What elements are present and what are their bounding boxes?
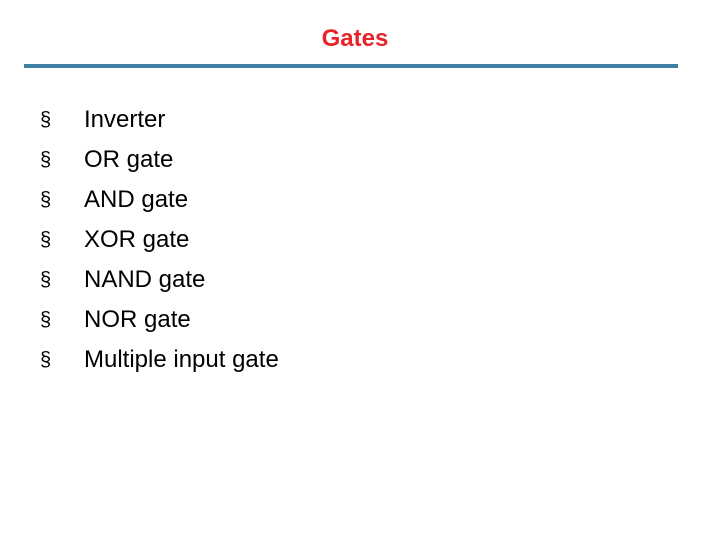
- bullet-text: AND gate: [84, 186, 189, 213]
- bullet-text: OR gate: [84, 146, 174, 173]
- bullet-marker-icon: §: [40, 229, 52, 251]
- bullet-marker-icon: §: [40, 109, 52, 131]
- list-item: § XOR gate: [40, 220, 279, 260]
- list-item: § AND gate: [40, 180, 279, 220]
- bullet-marker-icon: §: [40, 349, 52, 371]
- list-item: § OR gate: [40, 140, 279, 180]
- bullet-text: NOR gate: [84, 306, 191, 333]
- bullet-text: Multiple input gate: [84, 346, 279, 373]
- bullet-marker-icon: §: [40, 309, 52, 331]
- slide-title: Gates: [321, 25, 389, 52]
- title-divider: [24, 64, 678, 68]
- list-item: § NOR gate: [40, 300, 279, 340]
- bullet-list: § Inverter § OR gate § AND gate § XOR ga…: [40, 100, 279, 380]
- bullet-marker-icon: §: [40, 149, 52, 171]
- bullet-marker-icon: §: [40, 269, 52, 291]
- bullet-text: Inverter: [84, 106, 166, 133]
- bullet-text: XOR gate: [84, 226, 190, 253]
- bullet-marker-icon: §: [40, 189, 52, 211]
- list-item: § NAND gate: [40, 260, 279, 300]
- list-item: § Inverter: [40, 100, 279, 140]
- bullet-text: NAND gate: [84, 266, 206, 293]
- list-item: § Multiple input gate: [40, 340, 279, 380]
